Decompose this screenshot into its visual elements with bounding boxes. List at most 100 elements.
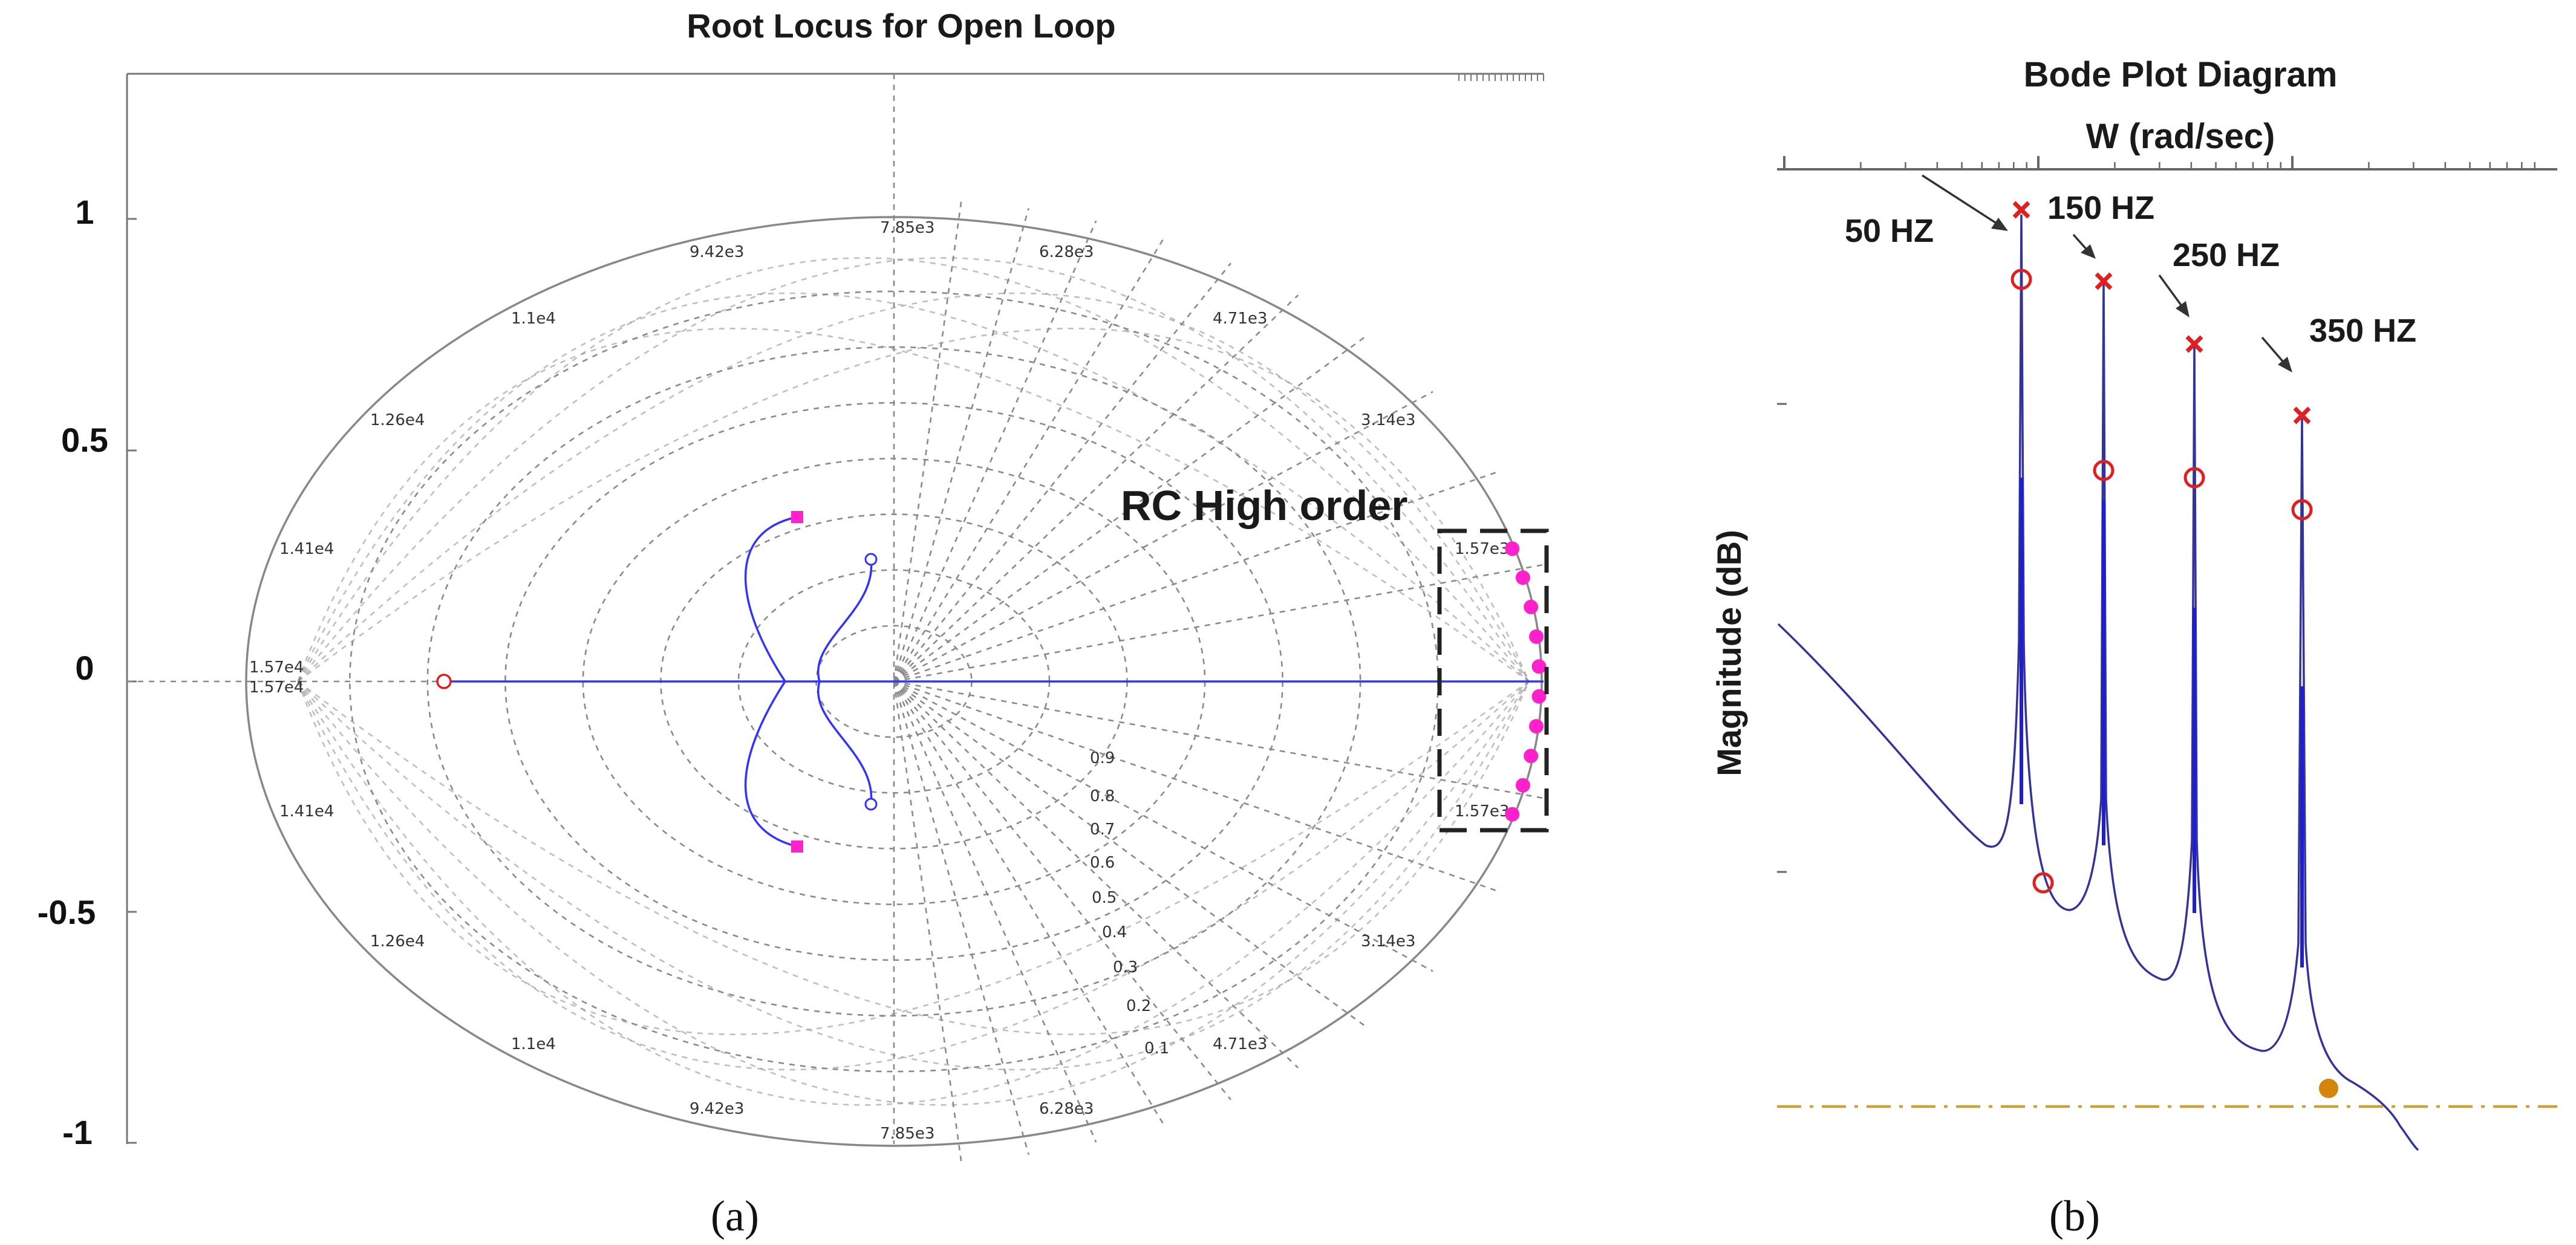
zero-markers	[2010, 268, 2313, 894]
peak-pole-markers	[2012, 201, 2311, 424]
locus-end-marker	[864, 553, 878, 566]
frequency-arc	[297, 680, 1530, 1035]
damping-ratio-labels: 0.9 0.8 0.7 0.6 0.5 0.4 0.3 0.2 0.1	[1090, 749, 1169, 1058]
arrowhead	[2176, 301, 2190, 317]
peak-arrows	[1922, 174, 2292, 372]
zero-marker	[2010, 268, 2032, 290]
damping-ray	[893, 681, 1097, 1143]
wn-label: 6.28e3	[1039, 1100, 1094, 1118]
high-order-poles	[1505, 541, 1547, 822]
zero-marker	[2032, 872, 2054, 894]
frequency-arc	[297, 292, 1530, 682]
zeta-label: 0.8	[1090, 787, 1115, 805]
damping-ray	[893, 681, 1231, 1100]
high-order-pole	[1515, 778, 1530, 793]
pole-marker	[791, 511, 803, 523]
zero-marker	[2291, 499, 2313, 521]
frequency-arc	[297, 328, 1530, 683]
frequency-arc	[297, 680, 1530, 1035]
frequency-axis-ticks	[1783, 156, 2536, 169]
wn-label: 4.71e3	[1213, 310, 1267, 328]
root-locus-grid	[127, 74, 1548, 1162]
magnitude-curve	[1777, 214, 2419, 1151]
frequency-arc	[297, 681, 1530, 1071]
locus-branch-left	[744, 516, 798, 848]
zeta-label: 0.9	[1090, 749, 1115, 767]
crossover-point	[2319, 1079, 2338, 1098]
damping-ray	[893, 681, 962, 1162]
damping-ray	[893, 563, 1548, 683]
damping-ray	[893, 220, 1097, 682]
arrowhead	[1991, 218, 2008, 231]
wn-label: 1.1e4	[511, 1035, 556, 1053]
peak-arrow	[2158, 274, 2185, 310]
zero-marker	[436, 674, 452, 689]
wn-label: 1.26e4	[370, 932, 425, 951]
bode-title: Bode Plot Diagram	[2024, 55, 2338, 94]
natural-frequency-labels: 7.85e3 9.42e3 6.28e3 1.1e4 4.71e3 1.26e4…	[249, 219, 1509, 1143]
wn-label: 9.42e3	[690, 243, 744, 261]
damping-ray	[893, 262, 1231, 682]
damping-ray	[893, 470, 1501, 683]
damping-ray	[893, 391, 1433, 683]
arrowhead	[2278, 357, 2292, 372]
frequency-arc	[297, 328, 1530, 683]
peak-pole-marker	[2185, 335, 2203, 353]
y-tick-label: 0	[75, 649, 94, 687]
wn-label: 1.26e4	[370, 411, 425, 429]
wn-label: 1.1e4	[511, 310, 556, 328]
frequency-arc	[297, 681, 1530, 1106]
zeta-label: 0.4	[1102, 923, 1127, 941]
zeta-label: 0.6	[1090, 854, 1115, 872]
peak-label-250hz: 250 HZ	[2173, 237, 2280, 273]
wn-label: 3.14e3	[1361, 411, 1415, 429]
damping-ray	[893, 208, 1030, 682]
peak-pole-marker	[2012, 201, 2030, 219]
zeta-label: 0.5	[1092, 889, 1117, 907]
zeta-label: 0.3	[1113, 958, 1138, 977]
damping-ray	[893, 680, 1433, 972]
bode-plot-panel: Bode Plot Diagram W (rad/sec) Magnitude …	[1710, 55, 2557, 1240]
high-order-highlight-box	[1437, 528, 1549, 833]
frequency-arc	[297, 257, 1530, 682]
damping-ray	[893, 681, 1299, 1068]
root-locus-title: Root Locus for Open Loop	[686, 7, 1115, 45]
high-order-pole	[1529, 719, 1544, 734]
root-locus-tick-marks	[127, 74, 1544, 1144]
peak-arrow	[2261, 336, 2286, 365]
peak-arrow	[2072, 233, 2089, 252]
rc-high-order-annotation: RC High order	[1121, 482, 1407, 529]
bode-y-label: Magnitude (dB)	[1710, 530, 1748, 776]
panel-a-caption: (a)	[711, 1192, 759, 1240]
frequency-arc	[297, 681, 1530, 1071]
frequency-arc	[297, 257, 1530, 682]
frequency-arc	[297, 681, 1530, 1106]
peak-label-150hz: 150 HZ	[2047, 190, 2154, 226]
high-order-pole	[1531, 689, 1547, 704]
zeta-label: 0.7	[1090, 821, 1115, 839]
wn-label: 7.85e3	[880, 1125, 934, 1143]
y-tick-label: 1	[75, 193, 94, 231]
wn-label: 6.28e3	[1039, 243, 1094, 261]
frequency-arc	[297, 292, 1530, 682]
zeta-label: 0.1	[1144, 1039, 1169, 1058]
high-order-pole	[1524, 749, 1539, 764]
arrowhead	[2081, 244, 2096, 259]
high-order-pole	[1505, 541, 1520, 556]
y-tick-label: -0.5	[37, 893, 96, 931]
wn-label: 7.85e3	[880, 219, 934, 237]
wn-label: 1.41e4	[279, 802, 334, 821]
locus-branches	[444, 516, 1544, 848]
wn-label: 1.57e3	[1455, 540, 1509, 558]
damping-ray	[893, 681, 1030, 1155]
peak-pole-marker	[2095, 272, 2113, 290]
peak-label-350hz: 350 HZ	[2309, 313, 2416, 349]
wn-label: 1.57e3	[1455, 802, 1509, 821]
zeta-label: 0.2	[1126, 997, 1151, 1015]
bode-x-label: W (rad/sec)	[2086, 117, 2275, 156]
wn-label: 1.57e4	[249, 658, 304, 677]
panel-b-caption: (b)	[2049, 1192, 2100, 1240]
root-locus-panel: Root Locus for Open Loop 1 0.5 0 -0.5 -1…	[37, 7, 1549, 1240]
peak-pole-marker	[2293, 406, 2311, 424]
